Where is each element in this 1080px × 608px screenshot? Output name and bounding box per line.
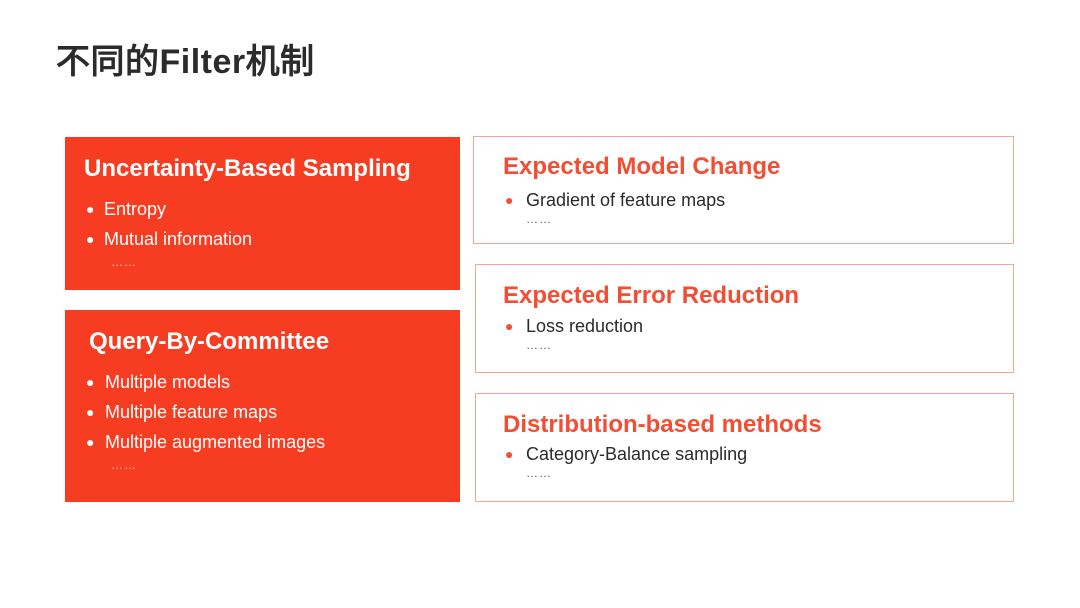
ellipsis: …… xyxy=(111,457,137,472)
box-title: Uncertainty-Based Sampling xyxy=(84,155,411,182)
ellipsis: …… xyxy=(111,254,137,269)
list-item: ●Entropy xyxy=(84,194,460,224)
bullet-list: ●Multiple models ●Multiple feature maps … xyxy=(86,367,460,457)
bullet-icon: ● xyxy=(86,373,95,390)
bullet-icon: ● xyxy=(505,317,514,334)
ellipsis: …… xyxy=(526,465,552,480)
bullet-list: ●Entropy ●Mutual information xyxy=(84,194,460,254)
ellipsis: …… xyxy=(526,211,552,226)
slide-title: 不同的Filter机制 xyxy=(56,43,315,81)
bullet-icon: ● xyxy=(505,445,514,462)
query-by-committee-box: Query-By-Committee ●Multiple models ●Mul… xyxy=(65,310,460,502)
bullet-list: ●Gradient of feature maps xyxy=(503,187,1013,213)
distribution-based-methods-box: Distribution-based methods ●Category-Bal… xyxy=(475,393,1014,502)
box-title: Expected Model Change xyxy=(503,153,781,180)
bullet-icon: ● xyxy=(86,433,95,450)
list-item: ●Multiple feature maps xyxy=(84,397,460,427)
box-title: Expected Error Reduction xyxy=(503,282,800,309)
bullet-icon: ● xyxy=(86,403,95,420)
bullet-list: ●Loss reduction xyxy=(503,313,1013,339)
expected-error-reduction-box: Expected Error Reduction ●Loss reduction… xyxy=(475,264,1014,373)
uncertainty-based-sampling-box: Uncertainty-Based Sampling ●Entropy ●Mut… xyxy=(65,137,460,290)
box-title: Distribution-based methods xyxy=(503,411,822,438)
list-item: ●Category-Balance sampling xyxy=(503,441,1013,467)
bullet-icon: ● xyxy=(86,200,95,217)
bullet-icon: ● xyxy=(505,191,514,208)
bullet-icon: ● xyxy=(86,230,95,247)
list-item: ●Multiple augmented images xyxy=(84,427,460,457)
box-title: Query-By-Committee xyxy=(89,328,330,355)
list-item: ●Multiple models xyxy=(84,367,460,397)
list-item: ●Loss reduction xyxy=(503,313,1013,339)
ellipsis: …… xyxy=(526,337,552,352)
expected-model-change-box: Expected Model Change ●Gradient of featu… xyxy=(473,136,1014,244)
bullet-list: ●Category-Balance sampling xyxy=(503,441,1013,467)
list-item: ●Gradient of feature maps xyxy=(503,187,1013,213)
list-item: ●Mutual information xyxy=(84,224,460,254)
